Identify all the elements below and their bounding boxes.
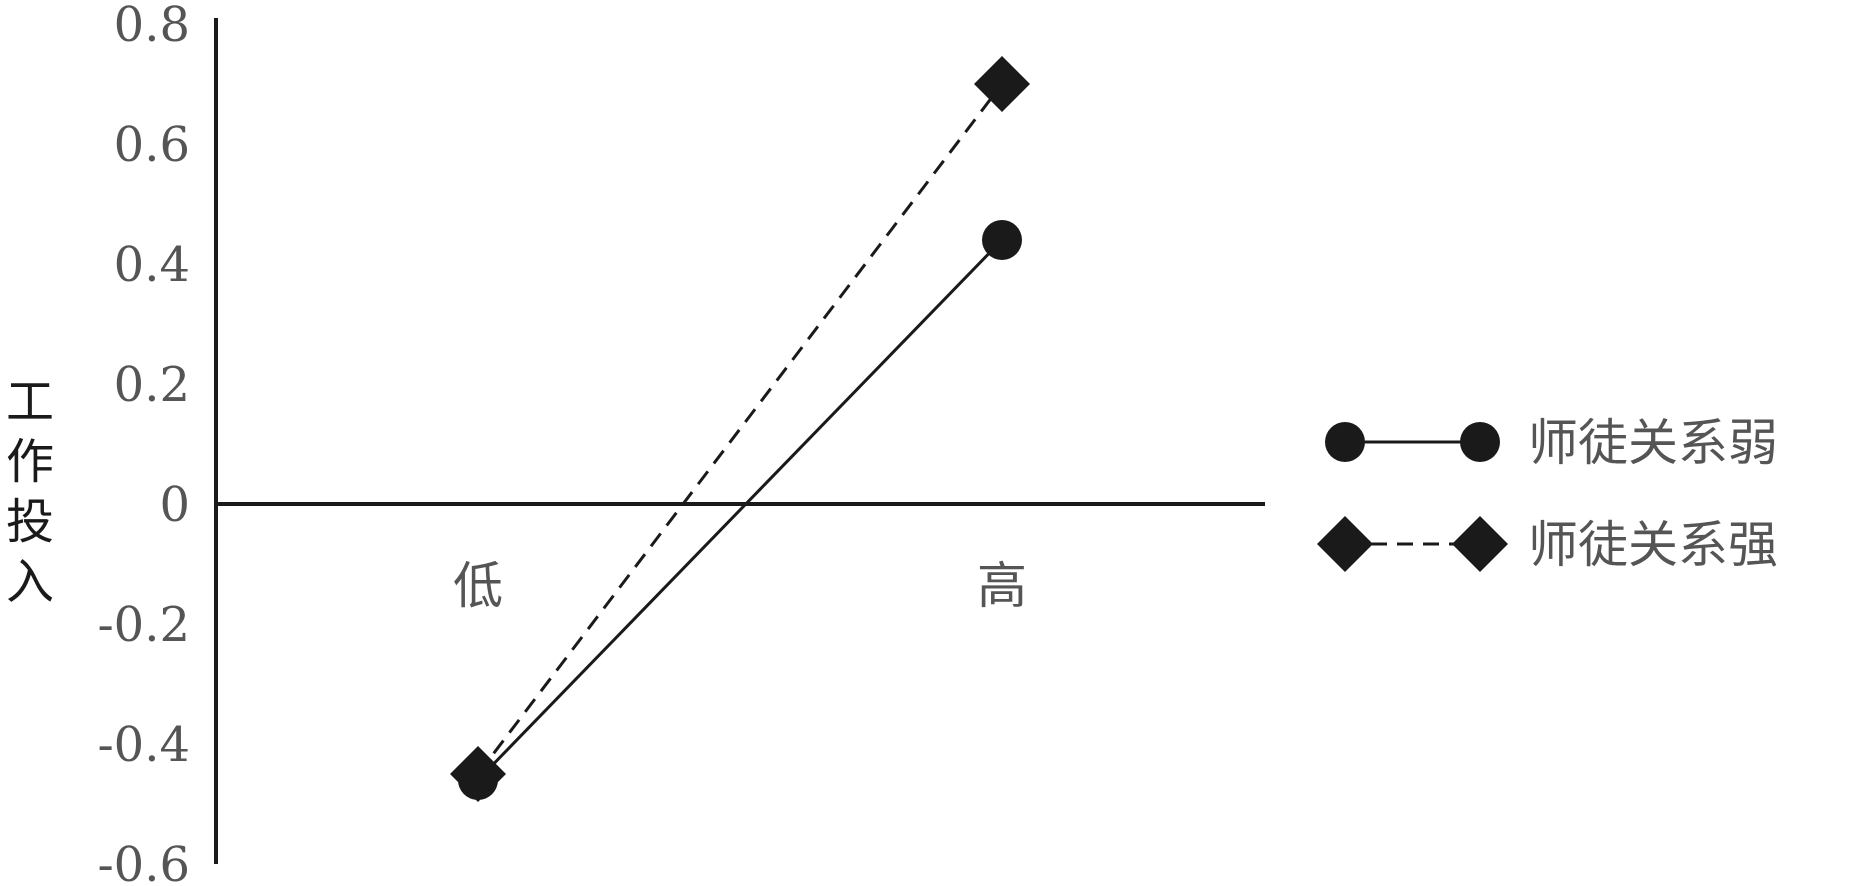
- y-axis-title-char: 入: [6, 554, 54, 610]
- series-line: [476, 83, 1004, 775]
- y-tick-label: 0.4: [114, 237, 190, 293]
- x-category-label: 高: [977, 557, 1027, 615]
- y-tick-label: 0.2: [114, 357, 190, 413]
- y-tick-label: 0.6: [114, 117, 190, 173]
- data-point-circle: [458, 760, 498, 800]
- series-line: [476, 238, 1004, 782]
- y-tick-label: 0: [159, 477, 190, 533]
- x-category-labels: 低高: [453, 557, 1027, 615]
- legend-label: 师徒关系强: [1528, 516, 1778, 574]
- data-point-diamond: [974, 56, 1030, 112]
- legend-label: 师徒关系弱: [1528, 414, 1778, 472]
- y-tick-label: -0.2: [97, 597, 190, 653]
- legend-marker-diamond: [1452, 516, 1508, 572]
- y-axis-title-char: 投: [6, 494, 54, 550]
- y-axis-title-char: 工: [6, 374, 54, 430]
- y-tick-labels: 0.8 0.6 0.4 0.2 0 -0.2 -0.4 -0.6: [97, 0, 190, 886]
- y-tick-label: -0.4: [97, 717, 190, 773]
- x-category-label: 低: [453, 557, 503, 615]
- y-tick-label: 0.8: [114, 0, 190, 53]
- legend-marker-diamond: [1317, 516, 1373, 572]
- series-group: [450, 56, 1030, 802]
- y-tick-label: -0.6: [97, 837, 190, 886]
- legend-marker-circle: [1325, 422, 1365, 462]
- data-point-circle: [982, 220, 1022, 260]
- legend-marker-circle: [1460, 422, 1500, 462]
- y-axis-title-char: 作: [6, 434, 54, 490]
